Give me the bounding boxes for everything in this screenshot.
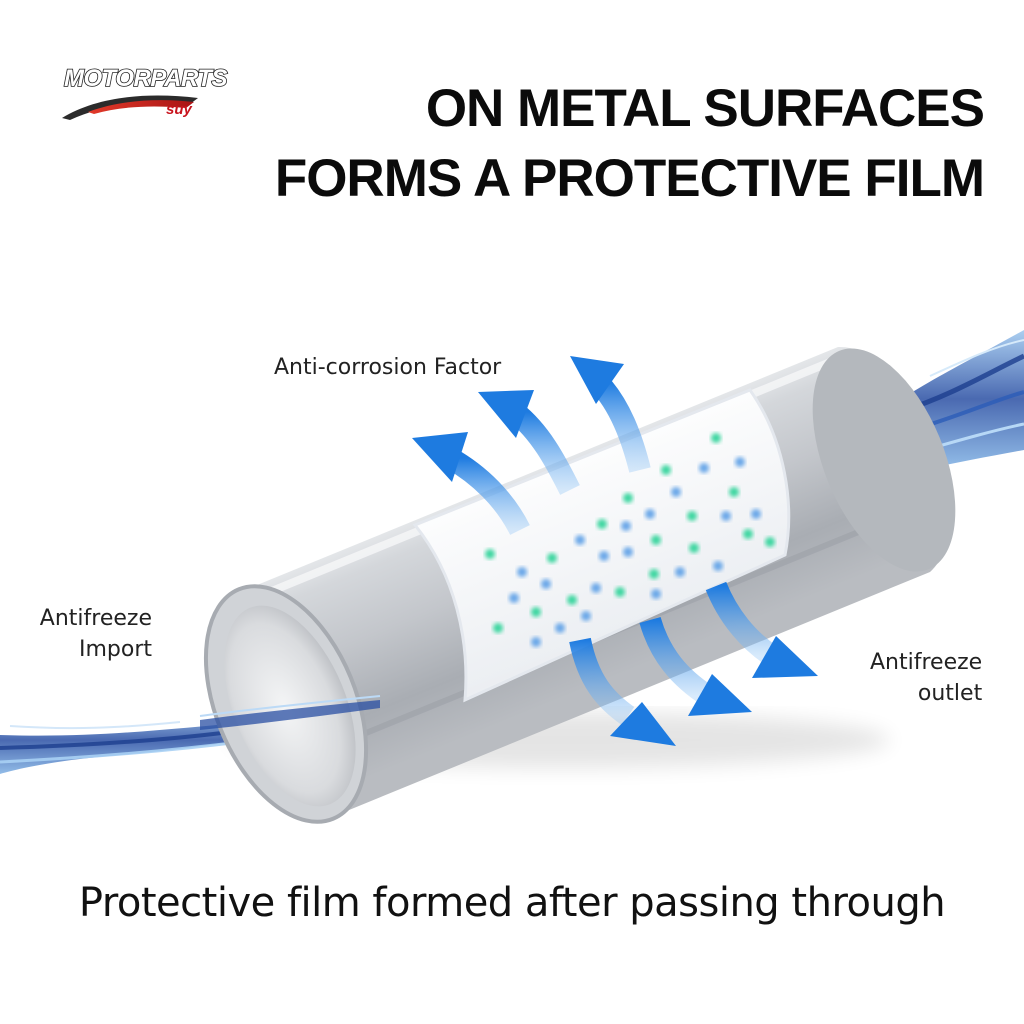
label-antifreeze-import-line-2: Import bbox=[78, 637, 152, 662]
particle-dot-icon bbox=[713, 561, 723, 571]
particle-dot-icon bbox=[591, 583, 601, 593]
motorparts-logo: MOTORPARTS suy bbox=[62, 64, 229, 120]
logo-suffix: suy bbox=[166, 101, 193, 118]
particle-dot-icon bbox=[599, 551, 609, 561]
label-anti-corrosion-factor: Anti-corrosion Factor bbox=[274, 352, 501, 383]
label-antifreeze-import: Antifreeze Import bbox=[40, 603, 152, 665]
particle-dot-icon bbox=[531, 637, 541, 647]
particle-dot-icon bbox=[729, 487, 739, 497]
particle-dot-icon bbox=[687, 511, 697, 521]
label-antifreeze-outlet-line-1: Antifreeze bbox=[870, 650, 983, 675]
label-antifreeze-outlet-line-2: outlet bbox=[917, 681, 983, 706]
label-anti-corrosion-factor-text: Anti-corrosion Factor bbox=[274, 355, 502, 380]
particle-dot-icon bbox=[711, 433, 721, 443]
curved-arrow-icon bbox=[570, 356, 651, 473]
particle-dot-icon bbox=[651, 589, 661, 599]
curved-arrow-icon bbox=[412, 432, 530, 536]
particle-dot-icon bbox=[493, 623, 503, 633]
particle-dot-icon bbox=[689, 543, 699, 553]
label-antifreeze-outlet: Antifreeze outlet bbox=[870, 647, 982, 709]
particle-dot-icon bbox=[517, 567, 527, 577]
caption: Protective film formed after passing thr… bbox=[78, 880, 946, 926]
particle-dot-icon bbox=[743, 529, 753, 539]
particle-dot-icon bbox=[541, 579, 551, 589]
particle-dot-icon bbox=[675, 567, 685, 577]
particle-dot-icon bbox=[751, 509, 761, 519]
headline: ON METAL SURFACES FORMS A PROTECTIVE FIL… bbox=[204, 74, 985, 214]
water-through-pipe bbox=[199, 695, 381, 730]
particle-dot-icon bbox=[555, 623, 565, 633]
particle-dot-icon bbox=[735, 457, 745, 467]
particle-dot-icon bbox=[531, 607, 541, 617]
particle-dot-icon bbox=[671, 487, 681, 497]
anti-corrosion-particles bbox=[485, 433, 775, 647]
particle-dot-icon bbox=[721, 511, 731, 521]
particle-dot-icon bbox=[661, 465, 671, 475]
particle-dot-icon bbox=[645, 509, 655, 519]
label-antifreeze-import-line-1: Antifreeze bbox=[39, 606, 152, 631]
particle-dot-icon bbox=[547, 553, 557, 563]
arrows-down bbox=[569, 581, 818, 746]
headline-line-1: ON METAL SURFACES bbox=[425, 79, 985, 138]
particle-dot-icon bbox=[485, 549, 495, 559]
particle-dot-icon bbox=[567, 595, 577, 605]
particle-dot-icon bbox=[649, 569, 659, 579]
particle-dot-icon bbox=[509, 593, 519, 603]
curved-arrow-icon bbox=[478, 390, 580, 495]
particle-dot-icon bbox=[615, 587, 625, 597]
curved-arrow-icon bbox=[569, 637, 676, 746]
protective-film bbox=[412, 388, 791, 703]
headline-line-2: FORMS A PROTECTIVE FILM bbox=[274, 149, 985, 208]
particle-dot-icon bbox=[581, 611, 591, 621]
curved-arrow-icon bbox=[639, 616, 752, 716]
arrows-up bbox=[412, 356, 651, 536]
logo-wordmark: MOTORPARTS bbox=[64, 65, 228, 92]
particle-dot-icon bbox=[699, 463, 709, 473]
curved-arrow-icon bbox=[705, 581, 818, 678]
particle-dot-icon bbox=[623, 547, 633, 557]
particle-dot-icon bbox=[765, 537, 775, 547]
particle-dot-icon bbox=[575, 535, 585, 545]
particle-dot-icon bbox=[623, 493, 633, 503]
particle-dot-icon bbox=[651, 535, 661, 545]
particle-dot-icon bbox=[621, 521, 631, 531]
particle-dot-icon bbox=[597, 519, 607, 529]
